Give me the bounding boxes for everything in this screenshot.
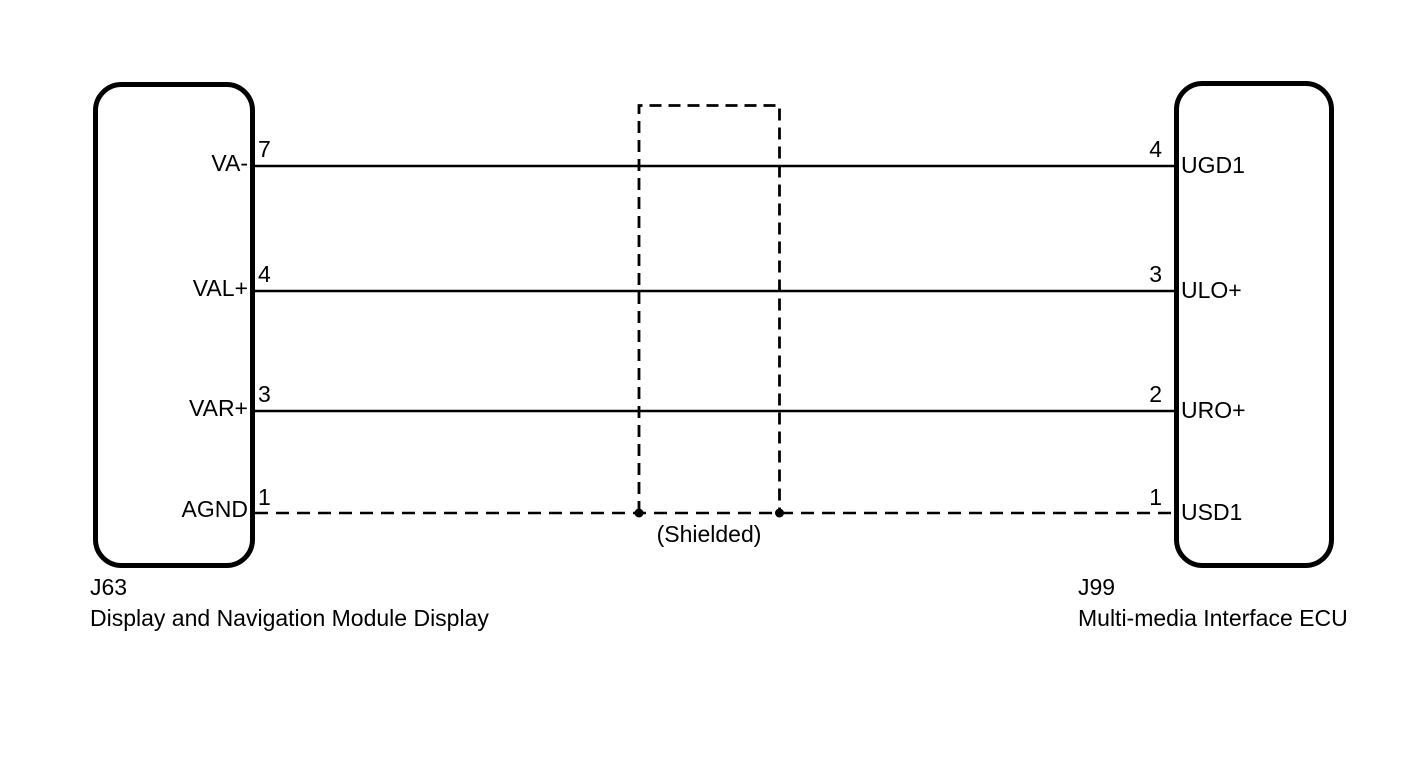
right-signal-label: ULO+	[1181, 277, 1242, 303]
left-signal-label: VAR+	[188, 395, 248, 421]
right-pin-number: 3	[1149, 261, 1162, 287]
left-connector-outline	[93, 82, 255, 568]
right-connector-caption: J99 Multi-media Interface ECU	[1078, 572, 1348, 634]
right-signal-label: URO+	[1181, 397, 1246, 423]
left-signal-label: VAL+	[192, 275, 248, 301]
left-signal-label: VA-	[211, 150, 248, 176]
shield-junction-dot-right	[775, 508, 784, 518]
left-pin-number: 7	[258, 136, 271, 162]
left-pin-number: 1	[258, 484, 271, 510]
left-pin-number: 3	[258, 381, 271, 407]
left-connector-caption: J63 Display and Navigation Module Displa…	[90, 572, 489, 634]
right-connector-outline	[1174, 81, 1334, 568]
left-pin-number: 4	[258, 261, 271, 287]
right-connector-name: Multi-media Interface ECU	[1078, 605, 1348, 631]
right-connector-id: J99	[1078, 574, 1116, 600]
right-pin-number: 2	[1149, 381, 1162, 407]
right-signal-label: USD1	[1181, 499, 1243, 525]
shield-label: (Shielded)	[656, 521, 762, 547]
shield-enclosure-outline	[637, 104, 781, 513]
right-pin-number: 1	[1149, 484, 1162, 510]
left-connector-id: J63	[90, 574, 128, 600]
right-signal-label: UGD1	[1181, 152, 1245, 178]
right-pin-number: 4	[1149, 136, 1162, 162]
left-signal-label: AGND	[181, 496, 248, 522]
shield-junction-dot-left	[634, 508, 644, 518]
left-connector-name: Display and Navigation Module Display	[90, 605, 489, 631]
